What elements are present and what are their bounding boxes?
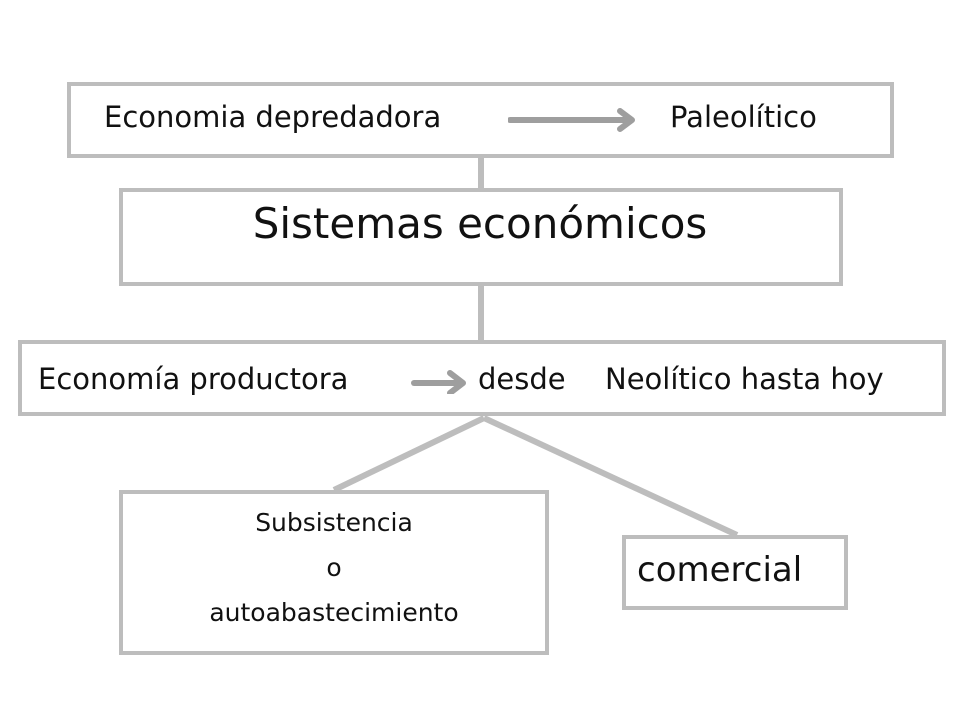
connector-middle-to-comercial [482,415,739,538]
arrow-right-icon [508,108,635,132]
subsistencia-box [119,490,549,655]
subsistencia-connector-word: o [326,553,342,582]
desde-label: desde [478,362,566,396]
sistemas-economicos-box [119,188,843,286]
sistemas-economicos-title: Sistemas económicos [252,199,708,248]
comercial-label: comercial [637,550,803,590]
economia-productora-label: Economía productora [38,362,349,396]
comercial-box [622,535,848,610]
arrow-right-icon [411,370,466,394]
connector-middle-to-subsistencia [332,415,486,493]
paleolitico-label: Paleolítico [670,100,817,134]
subsistencia-label: Subsistencia [255,508,413,537]
economia-depredadora-box [67,82,894,158]
economia-depredadora-label: Economia depredadora [104,100,442,134]
economia-productora-box [18,340,946,416]
neolitico-hasta-hoy-label: Neolítico hasta hoy [605,362,884,396]
autoabastecimiento-label: autoabastecimiento [209,598,459,627]
